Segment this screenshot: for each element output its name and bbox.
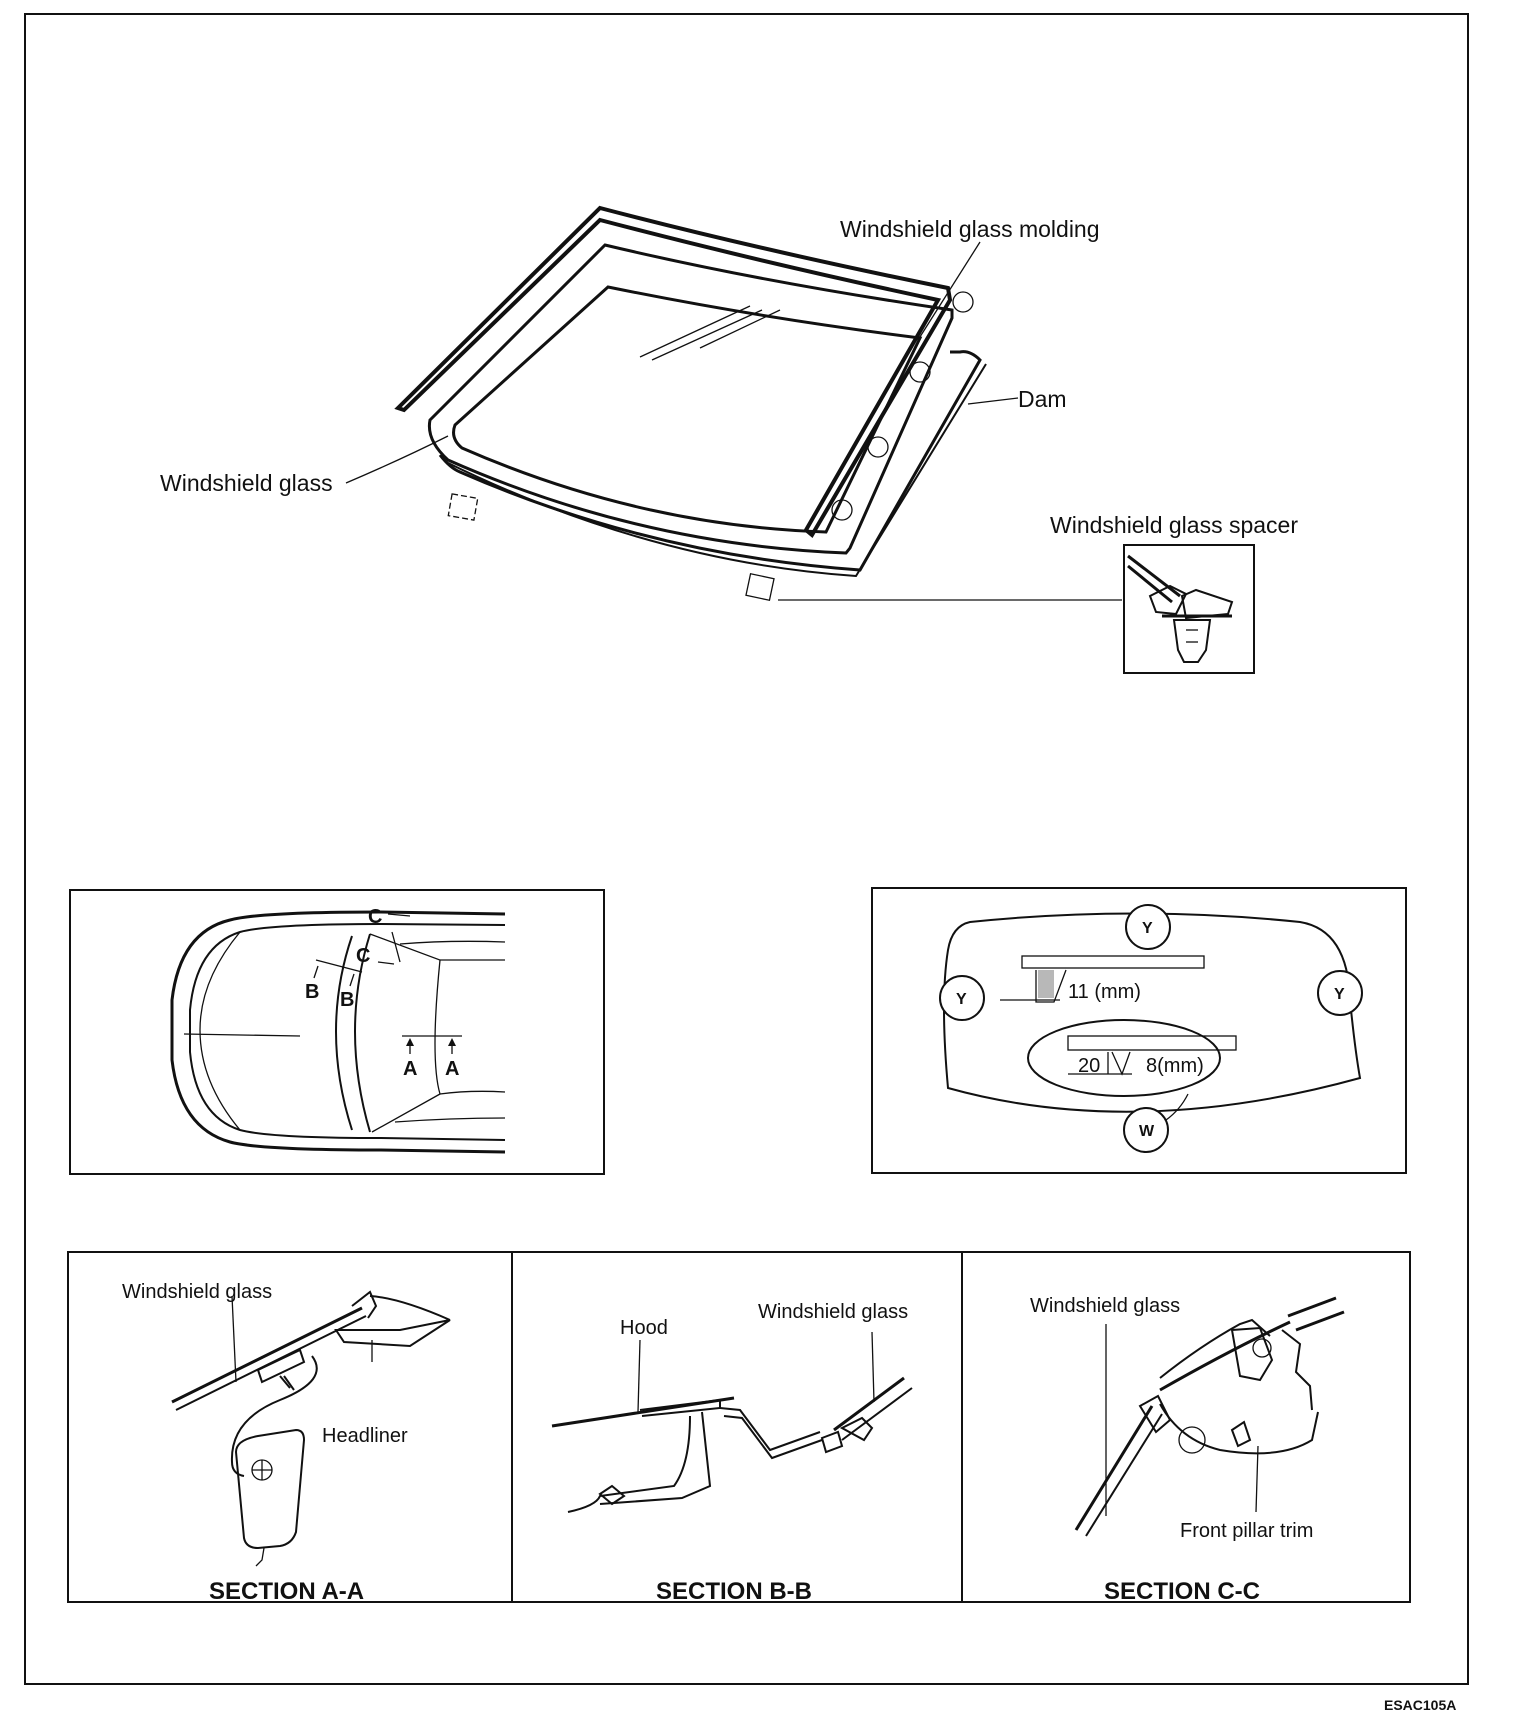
svg-text:Windshield glass: Windshield glass xyxy=(758,1301,908,1323)
sections-panel: Windshield glass Headliner SECTION A-A H… xyxy=(67,1251,1411,1605)
dam-frame xyxy=(438,350,982,572)
molding-clips xyxy=(831,291,974,521)
svg-text:Headliner: Headliner xyxy=(322,1425,408,1447)
label-glass: Windshield glass xyxy=(160,470,333,496)
main-exploded-view: Windshield glass molding Dam Windshield … xyxy=(160,205,1298,674)
svg-text:B: B xyxy=(340,989,354,1011)
svg-text:Windshield glass: Windshield glass xyxy=(1030,1295,1180,1317)
svg-text:Hood: Hood xyxy=(620,1317,668,1339)
marker-a: A A xyxy=(402,1035,462,1080)
svg-text:Y: Y xyxy=(956,991,967,1008)
car-top-view: A A B B C C xyxy=(69,889,605,1175)
page-frame xyxy=(24,13,1469,1685)
svg-text:A: A xyxy=(403,1058,417,1080)
marker-b: B B xyxy=(305,959,363,1011)
svg-text:A: A xyxy=(445,1058,459,1080)
marker-y-right: Y xyxy=(1317,970,1363,1016)
svg-text:C: C xyxy=(368,906,382,928)
svg-text:SECTION B-B: SECTION B-B xyxy=(656,1578,812,1605)
marker-y-left: Y xyxy=(939,975,985,1021)
dam-frame-inner xyxy=(445,363,987,578)
spacer-left xyxy=(447,493,479,521)
section-b-b: Hood Windshield glass SECTION B-B xyxy=(551,1301,913,1605)
svg-text:Front pillar trim: Front pillar trim xyxy=(1180,1520,1313,1542)
svg-text:20: 20 xyxy=(1078,1055,1100,1077)
svg-text:11 (mm): 11 (mm) xyxy=(1068,981,1141,1003)
spacer-detail xyxy=(1123,544,1255,674)
section-c-c: Windshield glass Front pillar trim SECTI… xyxy=(1030,1295,1345,1605)
svg-text:W: W xyxy=(1139,1123,1155,1140)
label-spacer: Windshield glass spacer xyxy=(1050,512,1298,538)
svg-text:Y: Y xyxy=(1334,986,1345,1003)
svg-text:C: C xyxy=(356,945,370,967)
svg-text:8(mm): 8(mm) xyxy=(1146,1055,1204,1077)
svg-text:SECTION C-C: SECTION C-C xyxy=(1104,1578,1260,1605)
svg-text:Y: Y xyxy=(1142,920,1153,937)
leader-dam xyxy=(967,397,1019,405)
svg-text:Windshield glass: Windshield glass xyxy=(122,1281,272,1303)
svg-text:SECTION A-A: SECTION A-A xyxy=(209,1578,364,1605)
glass-reflection xyxy=(639,305,781,361)
label-molding: Windshield glass molding xyxy=(840,216,1100,242)
glass-spec-view: 11 (mm) 20 8(mm) Y Y Y W xyxy=(871,887,1407,1174)
marker-w: W xyxy=(1123,1093,1189,1153)
glass-inner xyxy=(452,285,923,534)
molding-strip xyxy=(394,205,953,539)
leader-glass xyxy=(345,435,449,484)
glass-outer xyxy=(427,243,954,555)
section-a-a: Windshield glass Headliner SECTION A-A xyxy=(122,1281,451,1605)
label-dam: Dam xyxy=(1018,386,1067,412)
marker-y-top: Y xyxy=(1125,904,1171,950)
leader-molding xyxy=(917,241,981,341)
svg-text:B: B xyxy=(305,981,319,1003)
spacer-bottom xyxy=(745,572,775,602)
figure-code: ESAC105A xyxy=(1384,1697,1456,1713)
marker-c: C C xyxy=(356,906,411,967)
